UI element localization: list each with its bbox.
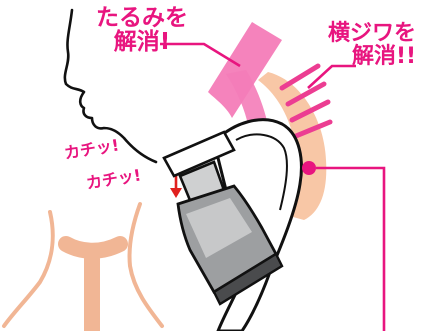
sagging-caption: たるみを 解消!	[96, 6, 188, 54]
device-cap	[162, 130, 236, 178]
indicator-leader-line	[316, 166, 386, 331]
massage-device-icon	[162, 118, 316, 331]
sagging-caption-line2: 解消!	[113, 29, 171, 56]
wrinkle-pointer-line	[307, 64, 356, 89]
wrinkle-caption: 横ジワを 解消!!	[328, 22, 416, 68]
neck-outline-right	[127, 202, 164, 328]
sagging-pointer-line	[160, 42, 241, 68]
wrinkle-lines	[279, 63, 333, 139]
wrinkle-caption-line1: 横ジワを	[328, 21, 417, 46]
throat-muscle	[58, 236, 128, 331]
device-head-shade	[186, 198, 252, 258]
wrinkle-line-3	[289, 99, 331, 123]
device-handle-highlight	[235, 133, 288, 211]
neck-outline-left	[2, 210, 55, 328]
sagging-caption-line1: たるみを	[96, 5, 188, 31]
wrinkle-line-2	[285, 81, 327, 107]
device-tip	[212, 252, 284, 306]
red-arrow-head	[170, 188, 182, 198]
face-profile-icon	[63, 8, 158, 164]
neck-illustration-icon	[2, 202, 164, 331]
wrinkle-line-4	[293, 119, 333, 139]
wrinkle-line-1	[279, 63, 321, 91]
wrinkle-caption-line2: 解消!!	[351, 44, 417, 70]
sagging-band	[208, 22, 282, 118]
indicator-dot	[302, 161, 316, 175]
